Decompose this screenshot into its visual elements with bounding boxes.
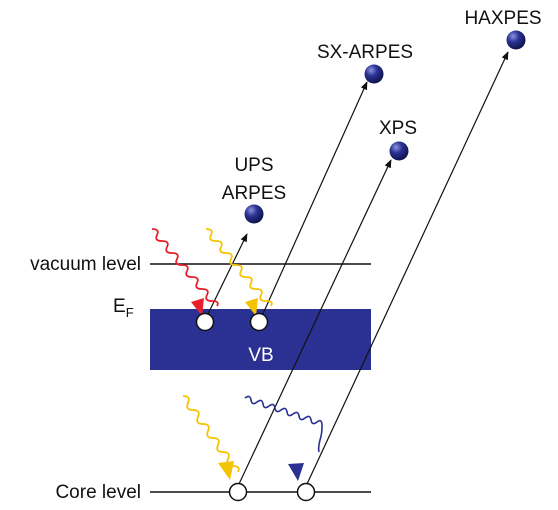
core-level-label: Core level bbox=[55, 482, 141, 503]
valence-hole-sx-arpes bbox=[249, 312, 269, 332]
hard-xray-photon-arrow-core bbox=[244, 395, 323, 481]
electron-sx-arpes bbox=[364, 64, 384, 84]
arpes-label: ARPES bbox=[222, 183, 286, 204]
electron-ups bbox=[244, 204, 264, 224]
core-hole-xps bbox=[228, 482, 248, 502]
soft-xray-photon-arrow-core bbox=[182, 395, 240, 480]
sx-arpes-electron-path bbox=[261, 81, 368, 317]
electron-haxpes bbox=[506, 30, 526, 50]
haxpes-electron-path bbox=[306, 51, 509, 485]
fermi-level-label: EF bbox=[113, 296, 134, 320]
ups-electron-path bbox=[206, 233, 248, 317]
soft-xray-photon-arrow-vb bbox=[205, 228, 273, 316]
valence-hole-ups bbox=[195, 312, 215, 332]
xps-electron-path bbox=[238, 159, 392, 485]
fermi-level-subscript: F bbox=[126, 305, 134, 320]
electron-xps bbox=[389, 141, 409, 161]
core-hole-haxpes bbox=[296, 482, 316, 502]
valence-band-label: VB bbox=[248, 345, 273, 366]
vacuum-level-label: vacuum level bbox=[30, 254, 141, 275]
haxpes-label: HAXPES bbox=[464, 8, 541, 29]
uv-photon-arrow bbox=[151, 228, 219, 316]
fermi-level-main: E bbox=[113, 296, 126, 317]
xps-label: XPS bbox=[379, 118, 417, 139]
sx-arpes-label: SX-ARPES bbox=[317, 42, 413, 63]
ups-label: UPS bbox=[234, 155, 273, 176]
